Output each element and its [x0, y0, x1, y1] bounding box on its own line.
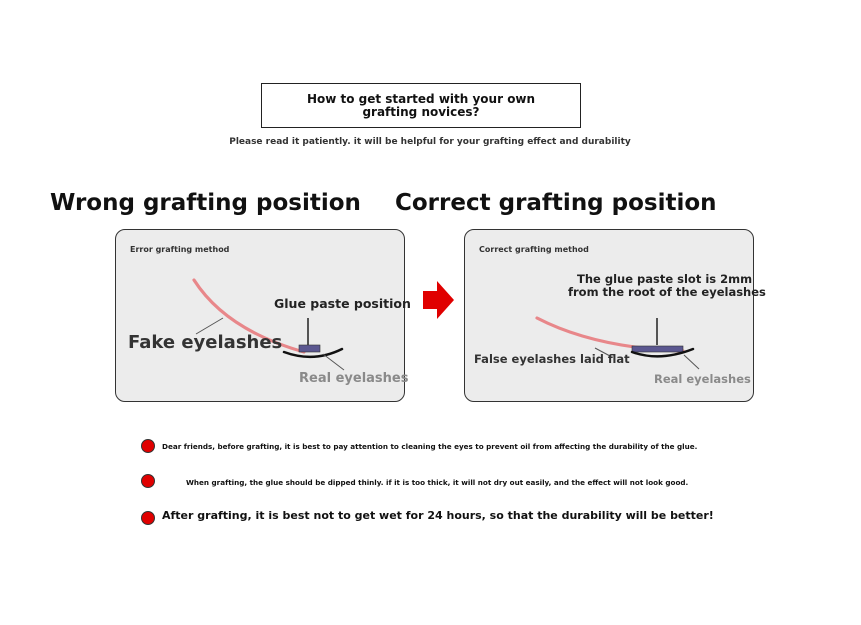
fake-eyelashes-label: Fake eyelashes: [128, 332, 283, 353]
wrong-method-panel: Error grafting method Glue paste positio…: [115, 229, 411, 402]
real-eyelash-pointer: [322, 353, 345, 371]
guide-subtitle: Please read it patiently. it will be hel…: [229, 137, 631, 147]
tip-item: Dear friends, before grafting, it is bes…: [141, 439, 697, 453]
fake-eyelash-curve: [192, 278, 306, 354]
correct-real-eyelashes-label: Real eyelashes: [654, 372, 751, 386]
guide-title: How to get started with your own graftin…: [261, 83, 581, 128]
glue-slot-label-line1: The glue paste slot is 2mm: [577, 272, 753, 286]
glue-block: [298, 344, 321, 353]
tip-text: Dear friends, before grafting, it is bes…: [162, 442, 698, 451]
correct-position-heading: Correct grafting position: [395, 190, 717, 216]
false-eyelash-pointer: [594, 347, 611, 357]
tip-text: After grafting, it is best not to get we…: [162, 509, 714, 522]
bullet-dot-icon: [141, 439, 155, 453]
glue-slot-label-line2: from the root of the eyelashes: [568, 285, 766, 299]
correct-panel-label: Correct grafting method: [479, 245, 589, 254]
correct-method-illustration: [535, 316, 700, 370]
correct-method-panel: Correct grafting method The glue paste s…: [464, 229, 766, 402]
false-eyelashes-laid-flat-label: False eyelashes laid flat: [474, 352, 630, 366]
arrow-right-icon: [423, 281, 454, 319]
glue-paste-position-label: Glue paste position: [274, 296, 411, 311]
tip-item: After grafting, it is best not to get we…: [141, 509, 714, 525]
correct-real-eyelash-pointer: [683, 354, 700, 370]
wrong-method-illustration: [192, 278, 345, 371]
bullet-dot-icon: [141, 511, 155, 525]
fake-eyelash-pointer: [195, 317, 224, 335]
tip-item: When grafting, the glue should be dipped…: [141, 474, 688, 488]
glue-slot-block: [631, 345, 684, 353]
tip-text: When grafting, the glue should be dipped…: [186, 478, 689, 487]
wrong-panel-label: Error grafting method: [130, 245, 230, 254]
real-eyelash-curve: [282, 347, 344, 358]
bullet-dot-icon: [141, 474, 155, 488]
wrong-real-eyelashes-label: Real eyelashes: [299, 371, 409, 386]
correct-real-eyelash-curve: [630, 347, 695, 358]
wrong-position-heading: Wrong grafting position: [50, 190, 361, 216]
